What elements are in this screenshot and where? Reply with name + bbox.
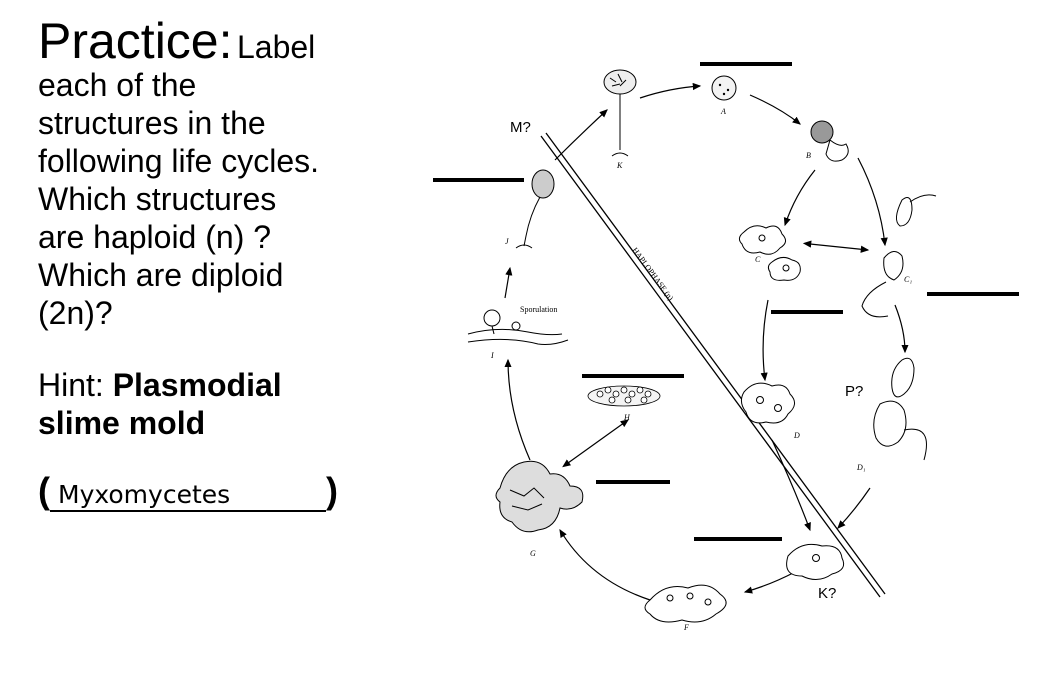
arrow-b-to-c1 (857, 157, 888, 247)
stage-i-sporulation (467, 309, 569, 345)
instruction-line-5: are haploid (n) ? (38, 219, 272, 255)
hint-bold-2: slime mold (38, 405, 206, 441)
hint-bold-1: Plasmodial (112, 367, 282, 403)
instruction-line-2: structures in the (38, 105, 266, 141)
arrow-k-to-a (639, 82, 702, 99)
stage-letter-c1: C₁ (904, 275, 912, 284)
stage-g-plasmodium (495, 460, 584, 533)
stage-letter-d: D (793, 431, 800, 440)
answer-line: (Myxomycetes) (38, 472, 418, 512)
arrow-d1-to-k (837, 487, 871, 529)
instruction-line-7: (2n)? (38, 295, 113, 331)
stage-d1-fusing-swarm (873, 357, 927, 461)
practice-title-rest: Label (236, 29, 316, 65)
hint-label: Hint: (38, 367, 104, 403)
arrow-c-to-d (760, 299, 769, 382)
arrow-f-to-g (559, 528, 651, 601)
arrow-g-h (562, 419, 629, 468)
arrow-b-to-c (783, 169, 816, 227)
stage-j-sporangium (515, 169, 555, 249)
stage-letter-d1: D₁ (856, 463, 866, 472)
instruction-line-4: Which structures (38, 181, 277, 217)
callout-p: P? (845, 383, 863, 400)
instruction-line-6: Which are diploid (38, 257, 284, 293)
arrow-c1-to-d1 (894, 304, 909, 354)
close-paren: ) (326, 470, 338, 511)
stage-d-fusing-cells (740, 382, 795, 424)
sporulation-label: Sporulation (520, 305, 557, 314)
callout-m: M? (510, 119, 531, 136)
title-line: Practice: Label (38, 16, 418, 66)
instruction-line-1: each of the (38, 67, 197, 103)
stage-letter-b: B (806, 151, 811, 160)
phase-divider (540, 132, 886, 598)
callout-k: K? (818, 585, 836, 602)
stage-letter-i: I (490, 351, 494, 360)
stage-a-spore (711, 75, 737, 101)
hint-line: Hint: Plasmodial (38, 366, 418, 404)
stage-f-young-plasmodium (644, 584, 727, 623)
stage-c1-swarm-cells (861, 194, 937, 318)
stage-letter-h: H (623, 413, 631, 422)
stage-letter-f: F (683, 623, 689, 632)
arrow-j-to-k (554, 109, 608, 161)
arrow-k-to-f (743, 571, 796, 594)
stage-letter-k-top: K (616, 161, 623, 170)
stage-letter-c: C (755, 255, 761, 264)
instructions-panel: Practice: Label each of the structures i… (38, 16, 418, 512)
answer-blank: Myxomycetes (50, 480, 326, 512)
arrow-c-c1 (802, 240, 870, 253)
arrow-a-to-b (749, 94, 801, 125)
stage-letter-j: J (505, 237, 509, 246)
cycle-arrows (504, 82, 909, 601)
stage-k-sporangium (603, 69, 637, 157)
stage-c-myxamoebae (738, 225, 801, 281)
stage-letter-a: A (720, 107, 726, 116)
stage-letter-g: G (530, 549, 536, 558)
stage-b-germinating (810, 120, 849, 162)
stage-h-sclerotium (587, 385, 661, 407)
stage-k-zygote (786, 543, 845, 580)
practice-title: Practice: (38, 13, 233, 69)
arrow-i-to-j (504, 266, 513, 299)
arrow-g-to-i (504, 358, 531, 461)
instruction-line-3: following life cycles. (38, 143, 319, 179)
open-paren: ( (38, 470, 50, 511)
blank-label-lines (433, 62, 1019, 541)
arrow-d-to-k (771, 439, 811, 532)
haplophase-label: HAPLOPHASE (n) (630, 246, 675, 303)
